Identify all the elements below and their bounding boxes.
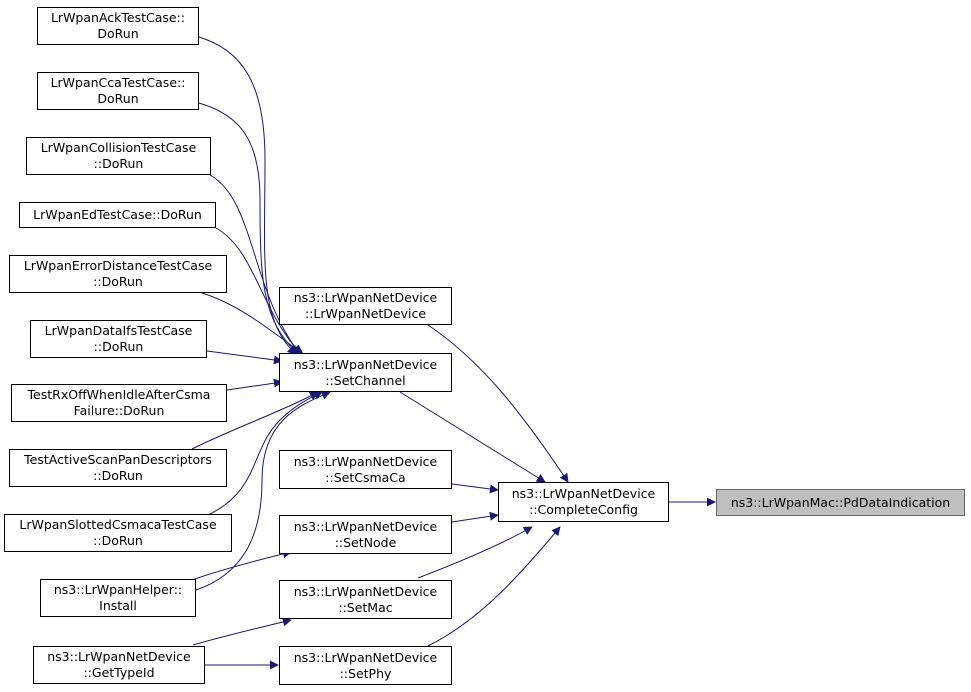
node-testactivescanpandescriptors-dorun[interactable]: TestActiveScanPanDescriptors ::DoRun bbox=[9, 449, 227, 487]
node-label-line1: ns3::LrWpanNetDevice bbox=[293, 356, 438, 372]
node-lrwpannetdevice-completeconfig[interactable]: ns3::LrWpanNetDevice ::CompleteConfig bbox=[498, 482, 669, 522]
edge-cca-to-setchannel bbox=[198, 102, 299, 355]
edge-helper-to-setchannel bbox=[195, 391, 331, 591]
node-label-line1: ns3::LrWpanHelper:: bbox=[53, 582, 183, 597]
node-lrwpannetdevice-setmac[interactable]: ns3::LrWpanNetDevice ::SetMac bbox=[279, 580, 452, 619]
edge-setmac-to-completeconfig bbox=[417, 526, 533, 579]
node-lrwpanhelper-install[interactable]: ns3::LrWpanHelper:: Install bbox=[40, 579, 196, 617]
node-label-line2: ::DoRun bbox=[93, 156, 144, 171]
edge-errdist-to-setchannel bbox=[201, 292, 304, 355]
node-lrwpannetdevice-gettypeid[interactable]: ns3::LrWpanNetDevice ::GetTypeId bbox=[33, 646, 205, 684]
node-lrwpannetdevice-constructor[interactable]: ns3::LrWpanNetDevice ::LrWpanNetDevice bbox=[279, 287, 452, 325]
node-label-line2: Failure::DoRun bbox=[73, 403, 165, 418]
node-lrwpandataifstestcase-dorun[interactable]: LrWpanDataIfsTestCase ::DoRun bbox=[30, 320, 207, 358]
edge-setnode-to-completeconfig bbox=[451, 511, 499, 523]
node-lrwpanerrordistancetestcase-dorun[interactable]: LrWpanErrorDistanceTestCase ::DoRun bbox=[9, 255, 227, 293]
node-lrwpancollisiontestcase-dorun[interactable]: LrWpanCollisionTestCase ::DoRun bbox=[26, 137, 211, 175]
node-label-line1: LrWpanErrorDistanceTestCase bbox=[23, 258, 213, 273]
node-label-line2: DoRun bbox=[97, 26, 139, 41]
node-label-line2: ::SetMac bbox=[338, 599, 393, 615]
node-label-line1: LrWpanCollisionTestCase bbox=[40, 140, 197, 155]
node-label-line2: DoRun bbox=[97, 91, 139, 106]
node-lrwpanedtestcase-dorun[interactable]: LrWpanEdTestCase::DoRun bbox=[19, 202, 216, 228]
edge-ctor-to-completeconfig bbox=[427, 324, 569, 483]
edge-helper-to-setnode bbox=[191, 549, 292, 581]
edge-slotted-to-setchannel bbox=[207, 391, 323, 516]
edge-setchannel-to-completeconfig bbox=[399, 391, 546, 483]
node-label-line1: ns3::LrWpanNetDevice bbox=[293, 649, 438, 665]
edge-ed-to-setchannel bbox=[215, 227, 302, 355]
node-label-line2: Install bbox=[99, 598, 137, 613]
edge-dataifs-to-setchannel bbox=[206, 350, 283, 365]
node-label-line1: ns3::LrWpanNetDevice bbox=[47, 649, 191, 664]
node-label-line2: ::DoRun bbox=[93, 468, 143, 483]
node-label-line2: ::SetPhy bbox=[339, 665, 392, 681]
node-label-line1: LrWpanDataIfsTestCase bbox=[44, 323, 193, 338]
node-label-line2: ::DoRun bbox=[93, 274, 143, 289]
node-label-line1: LrWpanEdTestCase::DoRun bbox=[33, 207, 202, 222]
node-lrwpanmac-pddataindication[interactable]: ns3::LrWpanMac::PdDataIndication bbox=[716, 489, 965, 516]
node-lrwpancca-testcase-dorun[interactable]: LrWpanCcaTestCase:: DoRun bbox=[37, 72, 199, 110]
node-label-line1: TestRxOffWhenIdleAfterCsma bbox=[27, 387, 211, 402]
node-lrwpannetdevice-setcsmaca[interactable]: ns3::LrWpanNetDevice ::SetCsmaCa bbox=[279, 450, 452, 489]
node-lrwpannetdevice-setchannel[interactable]: ns3::LrWpanNetDevice ::SetChannel bbox=[279, 353, 452, 392]
node-label-line2: ::SetCsmaCa bbox=[325, 469, 406, 485]
node-label-line1: LrWpanAckTestCase:: bbox=[50, 10, 186, 25]
node-lrwpannetdevice-setnode[interactable]: ns3::LrWpanNetDevice ::SetNode bbox=[279, 515, 452, 554]
node-lrwpanslottedcsmacatestcase-dorun[interactable]: LrWpanSlottedCsmacaTestCase ::DoRun bbox=[4, 514, 232, 552]
node-label-line1: LrWpanSlottedCsmacaTestCase bbox=[19, 517, 217, 532]
node-label-line2: ::SetChannel bbox=[325, 372, 406, 388]
node-label-line2: ::DoRun bbox=[93, 339, 144, 354]
node-label-line2: ::SetNode bbox=[334, 534, 397, 550]
edge-collision-to-setchannel bbox=[209, 174, 301, 355]
node-label-line2: ::DoRun bbox=[93, 533, 143, 548]
node-label-line1: ns3::LrWpanMac::PdDataIndication bbox=[730, 494, 951, 510]
node-lrwpanacktestcase-dorun[interactable]: LrWpanAckTestCase:: DoRun bbox=[37, 7, 199, 45]
edge-gettypeid-to-setmac bbox=[192, 617, 292, 646]
node-label-line1: ns3::LrWpanNetDevice bbox=[293, 583, 438, 599]
node-lrwpannetdevice-setphy[interactable]: ns3::LrWpanNetDevice ::SetPhy bbox=[279, 646, 452, 685]
node-label-line2: ::LrWpanNetDevice bbox=[304, 306, 427, 321]
node-label-line1: ns3::LrWpanNetDevice bbox=[293, 453, 438, 469]
node-label-line1: TestActiveScanPanDescriptors bbox=[24, 452, 212, 467]
edge-activescan-to-setchannel bbox=[191, 391, 319, 450]
edge-setphy-to-completeconfig bbox=[427, 526, 561, 647]
node-label-line2: ::CompleteConfig bbox=[529, 502, 638, 517]
edge-setcsmaca-to-completeconfig bbox=[451, 483, 499, 494]
node-label-line1: ns3::LrWpanNetDevice bbox=[293, 290, 438, 305]
node-label-line1: ns3::LrWpanNetDevice bbox=[293, 518, 438, 534]
node-label-line2: ::GetTypeId bbox=[83, 665, 155, 680]
node-label-line1: ns3::LrWpanNetDevice bbox=[511, 486, 656, 501]
node-label-line1: LrWpanCcaTestCase:: bbox=[50, 75, 186, 90]
node-testrxoffwhenidleaftercsmafailure-dorun[interactable]: TestRxOffWhenIdleAfterCsma Failure::DoRu… bbox=[11, 384, 227, 422]
edge-rxoff-to-setchannel bbox=[226, 378, 283, 391]
